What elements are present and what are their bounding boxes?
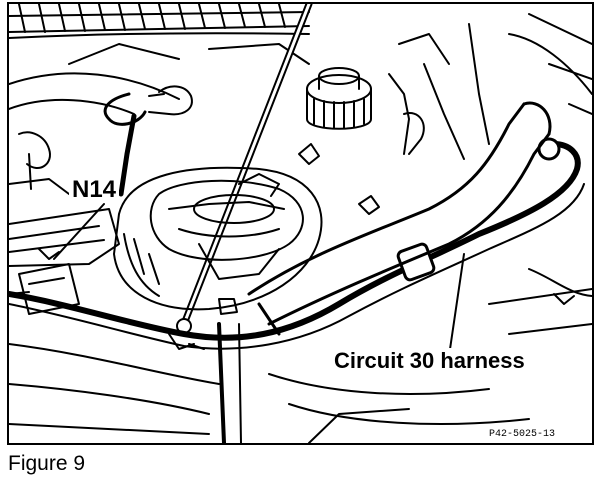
reservoir-cap	[306, 67, 372, 130]
figure-caption: Figure 9	[8, 452, 86, 475]
brake-lines	[388, 13, 592, 160]
engine-bay-illustration: N14 Circuit 30 harness P42-5025-13	[7, 2, 594, 445]
drawing-code: P42-5025-13	[487, 429, 558, 441]
circuit-30-harness-label: Circuit 30 harness	[331, 348, 528, 374]
upper-engine-contours	[9, 43, 310, 197]
grille-strip	[9, 4, 310, 39]
engine-bay-line-drawing	[9, 4, 592, 443]
n14-leader-line	[53, 203, 105, 260]
n14-label: N14	[69, 177, 120, 203]
circuit-30-harness	[9, 137, 585, 350]
shock-tower	[113, 166, 323, 311]
mount-fittings	[168, 143, 380, 350]
intake-duct	[247, 101, 552, 336]
lower-frame	[9, 268, 592, 443]
harness-leader-line	[448, 253, 465, 357]
n14-bracket	[9, 208, 120, 315]
